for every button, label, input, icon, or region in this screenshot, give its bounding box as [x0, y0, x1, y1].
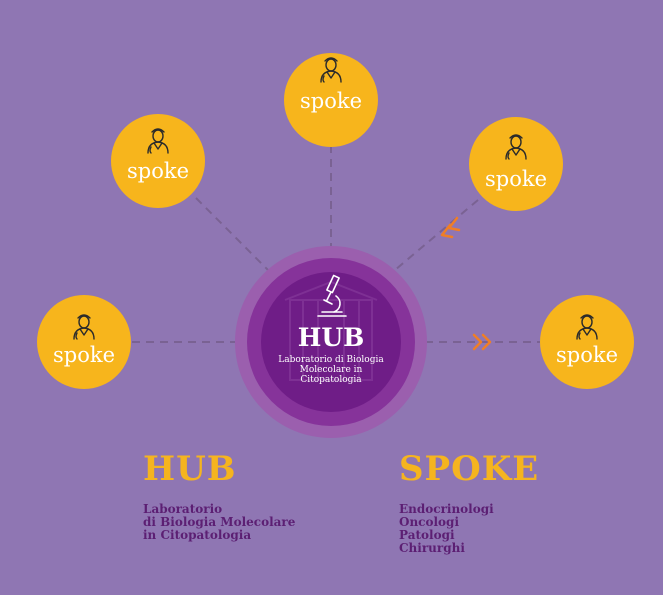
doctor-icon [147, 128, 169, 154]
hub-node: HUB Laboratorio di Biologia Molecolare i… [235, 246, 427, 438]
spoke-circle [540, 295, 634, 389]
legend-spoke-line-4: Chirurghi [399, 541, 465, 555]
spoke-right: spoke [540, 295, 634, 389]
doctor-icon [73, 314, 95, 340]
microscope-icon [317, 274, 347, 317]
legend-spoke-line-3: Patologi [399, 528, 455, 542]
spoke-circle [37, 295, 131, 389]
spoke-label: spoke [556, 343, 618, 367]
hub-inner-circle [261, 272, 401, 412]
spoke-label: spoke [485, 167, 547, 191]
spoke-circle [469, 117, 563, 211]
legend-spoke-line-1: Endocrinologi [399, 502, 494, 516]
legend-spoke: SPOKE Endocrinologi Oncologi Patologi Ch… [399, 449, 539, 555]
doctor-icon [320, 57, 342, 83]
hub-subtitle-line-2: Molecolare in [300, 365, 363, 375]
connector-lines [132, 145, 540, 343]
legend-hub-line-1: Laboratorio [143, 502, 223, 516]
doctor-icon [505, 134, 527, 160]
spoke-label: spoke [127, 159, 189, 183]
arrow-right [472, 333, 492, 351]
spoke-upper-right: spoke [469, 117, 563, 211]
legend-hub-line-3: in Citopatologia [143, 528, 252, 542]
hub-subtitle-line-1: Laboratorio di Biologia [278, 355, 384, 365]
arrow-upper-right [440, 216, 461, 239]
hub-title: HUB [298, 323, 365, 352]
spoke-left: spoke [37, 295, 131, 389]
spoke-upper-left: spoke [111, 114, 205, 208]
connector-upper-right [394, 199, 479, 271]
legend-hub-line-2: di Biologia Molecolare [143, 515, 296, 529]
doctor-icon [576, 314, 598, 340]
legend-hub-title: HUB [143, 449, 237, 489]
legend-spoke-title: SPOKE [399, 449, 540, 489]
spoke-top: spoke [284, 53, 378, 147]
hub-subtitle-line-3: Citopatologia [300, 375, 362, 385]
spoke-circle [284, 53, 378, 147]
spoke-label: spoke [300, 89, 362, 113]
connector-upper-left [195, 197, 269, 271]
spoke-label: spoke [53, 343, 115, 367]
legend-spoke-line-2: Oncologi [399, 515, 459, 529]
spoke-circle [111, 114, 205, 208]
legend-hub: HUB Laboratorio di Biologia Molecolare i… [143, 449, 295, 542]
